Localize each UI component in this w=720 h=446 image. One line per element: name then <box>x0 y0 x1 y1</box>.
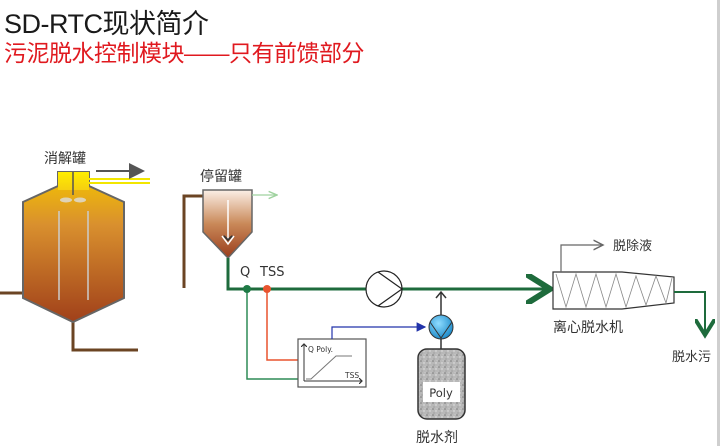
right-edge-bar <box>717 0 720 446</box>
buffer-inlet-pipe <box>182 194 203 288</box>
page-subtitle: 污泥脱水控制模块——只有前馈部分 <box>4 40 365 66</box>
polymer-caption: 脱水剂 <box>416 430 458 446</box>
dosing-curve <box>306 355 352 380</box>
tss-sensor-icon[interactable] <box>263 285 271 293</box>
filtrate-label: 脱除液 <box>613 239 652 254</box>
polymer-tank-label: Poly <box>429 386 453 400</box>
dosing-pump[interactable] <box>428 290 454 349</box>
filtrate-arrow-icon <box>560 245 603 272</box>
buffer-tank <box>182 189 277 288</box>
controller-y-label: Q Poly. <box>308 345 333 354</box>
flow-sensor-icon[interactable] <box>243 285 251 293</box>
up-arrow-icon <box>435 290 447 299</box>
dosing-signal-line <box>331 322 427 339</box>
centrifuge-label: 离心脱水机 <box>553 319 623 336</box>
tss-signal-line <box>266 289 300 361</box>
sludge-output-label: 脱水污 <box>672 350 711 365</box>
digester-outlet-pipe <box>71 322 138 352</box>
flow-sensor-label: Q <box>240 265 250 280</box>
sludge-output-arrow-icon <box>674 291 705 335</box>
polymer-tank: Poly <box>417 348 466 420</box>
digester-tank <box>0 163 150 352</box>
feed-pump[interactable] <box>365 270 404 308</box>
controller-x-label: TSS <box>344 371 359 380</box>
flow-signal-line <box>246 289 300 380</box>
down-arrow-icon <box>221 235 235 246</box>
main-sludge-pipe <box>226 258 550 289</box>
buffer-tank-label: 停留罐 <box>200 168 242 185</box>
tss-sensor-label: TSS <box>259 265 284 280</box>
page-title: SD-RTC现状简介 <box>4 9 209 39</box>
feedforward-controller[interactable]: Q Poly. TSS <box>297 338 367 388</box>
digester-label: 消解罐 <box>44 151 86 167</box>
centrifuge <box>552 245 705 335</box>
